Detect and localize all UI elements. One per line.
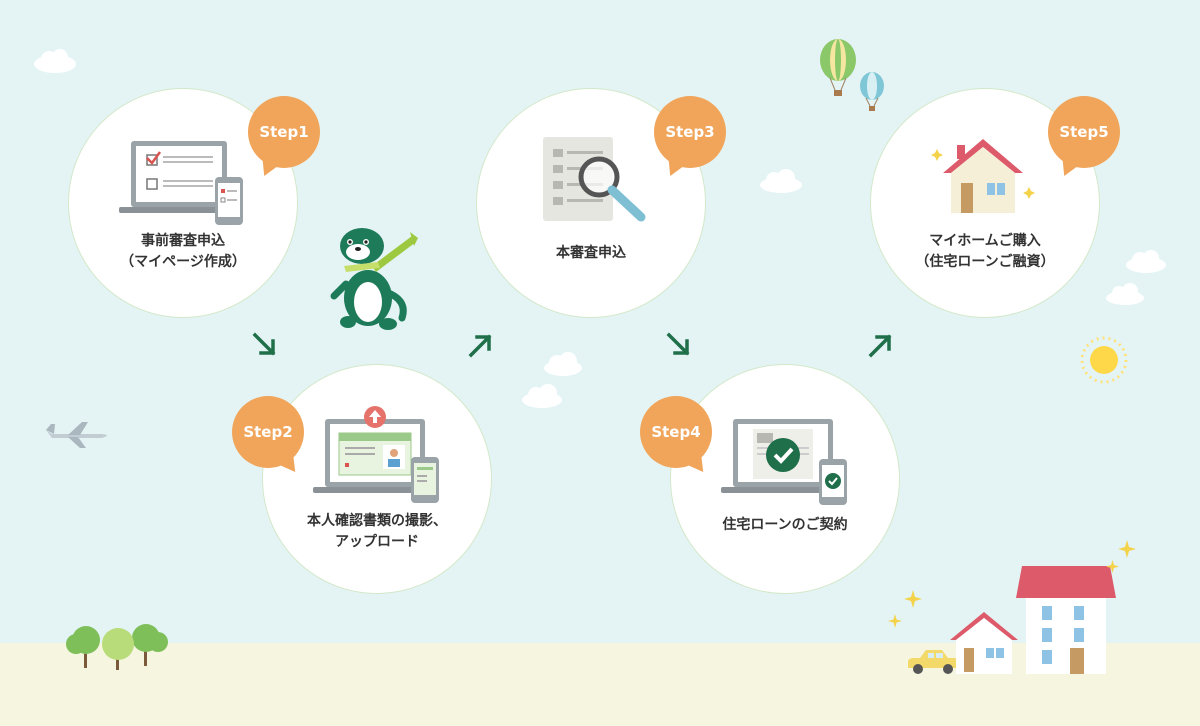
cloud-icon (760, 169, 802, 193)
document-magnifier-icon (543, 137, 646, 222)
sun-icon (1080, 336, 1128, 384)
cloud-icon (1126, 250, 1166, 273)
otter-mascot-icon (330, 228, 418, 330)
sparkle-icon (904, 590, 922, 608)
laptop-checklist-icon (119, 141, 243, 225)
step-4-label-line1: 住宅ローンのご契約 (722, 517, 848, 533)
arrow-icon (468, 334, 492, 358)
step-1-label: 事前審査申込 （マイページ作成） (69, 231, 297, 273)
step-3-label-line1: 本審査申込 (556, 245, 626, 261)
step-2-label-line2: アップロード (335, 534, 419, 550)
laptop-upload-id-icon (313, 406, 439, 503)
step-2-badge: Step2 (232, 396, 304, 468)
sparkle-icon (1106, 560, 1119, 573)
step-4-label: 住宅ローンのご契約 (671, 515, 899, 536)
cloud-icon (522, 384, 562, 408)
step-2-card: 本人確認書類の撮影、 アップロード (262, 364, 492, 594)
step-1-label-line2: （マイページ作成） (120, 254, 246, 270)
step-2-label: 本人確認書類の撮影、 アップロード (263, 511, 491, 553)
house-icon (950, 612, 1018, 674)
step-1-badge: Step1 (248, 96, 320, 168)
hot-air-balloon-icon (860, 72, 884, 111)
arrow-icon (252, 332, 276, 356)
step-4-badge: Step4 (640, 396, 712, 468)
step-4-card: 住宅ローンのご契約 (670, 364, 900, 594)
trees-icon (66, 624, 168, 670)
step-5-label-line1: マイホームご購入 (929, 233, 1041, 249)
arrow-icon (666, 332, 690, 356)
sparkle-icon (1118, 540, 1136, 558)
step-5-label: マイホームご購入 （住宅ローンご融資） (871, 231, 1099, 273)
hot-air-balloon-icon (820, 39, 856, 96)
step-3-badge: Step3 (654, 96, 726, 168)
airplane-icon (46, 422, 107, 448)
cloud-icon (1106, 283, 1144, 305)
car-icon (908, 650, 958, 674)
sparkle-icon (888, 614, 902, 628)
cloud-icon (544, 352, 582, 376)
step-3-label: 本審査申込 (477, 243, 705, 264)
step-5-label-line2: （住宅ローンご融資） (915, 254, 1055, 270)
laptop-contract-check-icon (721, 419, 847, 505)
house-icon (931, 139, 1035, 213)
cloud-icon (34, 49, 76, 73)
step-2-label-line1: 本人確認書類の撮影、 (307, 513, 447, 529)
apartment-building-icon (1016, 566, 1116, 674)
arrow-icon (868, 334, 892, 358)
step-5-badge: Step5 (1048, 96, 1120, 168)
step-1-label-line1: 事前審査申込 (141, 233, 225, 249)
